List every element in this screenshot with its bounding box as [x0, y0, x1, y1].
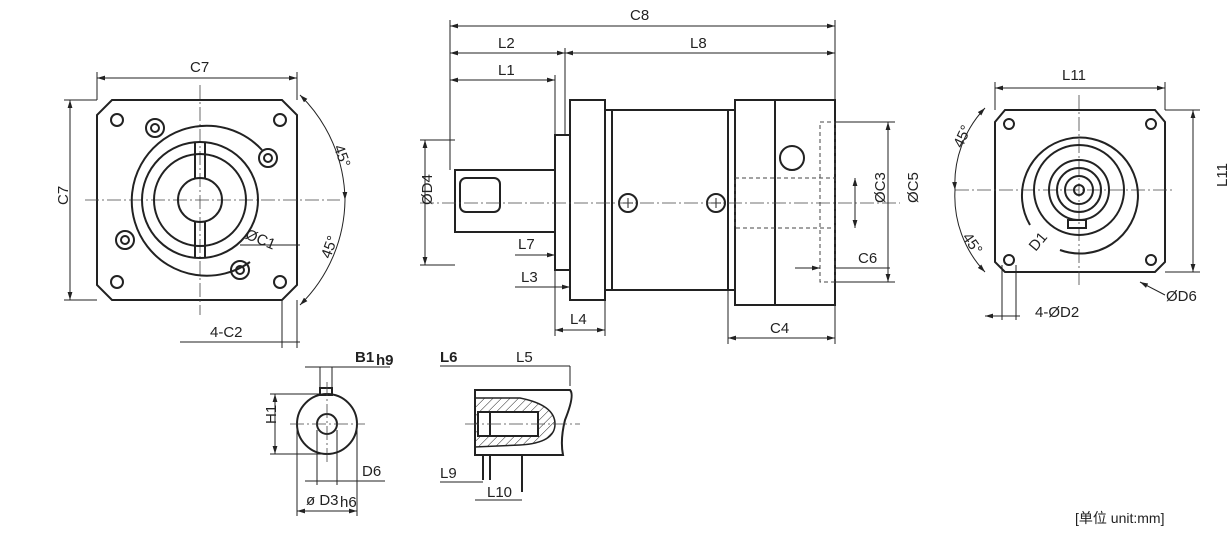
front-view-input: L11 L11 45° 45° D1 4-ØD2 ØD6	[950, 67, 1228, 321]
dim-c7-top: C7	[190, 59, 209, 76]
dim-45-lower: 45°	[318, 234, 342, 261]
dim-c7-left: C7	[55, 186, 72, 205]
dim-d6: D6	[362, 463, 381, 480]
dim-l3: L3	[521, 269, 538, 286]
dim-b1-tolerance: h9	[376, 352, 394, 369]
dim-45-lower-right: 45°	[959, 230, 986, 258]
dim-d2: 4-ØD2	[1035, 304, 1079, 321]
dim-l11-right: L11	[1214, 163, 1228, 187]
dim-l8: L8	[690, 35, 707, 52]
dim-d3-tolerance: h6	[340, 494, 357, 511]
dim-c3: ØC3	[872, 172, 889, 203]
front-view-output: C7 C7 45° 45° ØC1 4-C2	[55, 59, 354, 348]
dim-45-upper: 45°	[330, 143, 354, 170]
dim-l7: L7	[518, 236, 535, 253]
dim-b1: B1	[355, 349, 374, 366]
dim-l9: L9	[440, 465, 457, 482]
dim-c1: ØC1	[243, 226, 278, 253]
dim-l5: L5	[516, 349, 533, 366]
dim-l6: L6	[440, 349, 458, 366]
dim-c2: 4-C2	[210, 324, 243, 341]
dim-d3: ø D3	[306, 492, 339, 509]
shaft-detail: L6 L5 L9 L10	[440, 349, 580, 501]
dim-l11-top: L11	[1062, 67, 1086, 84]
unit-note: [单位 unit:mm]	[1075, 510, 1165, 526]
dim-c8: C8	[630, 7, 649, 24]
dim-d6-right: ØD6	[1166, 288, 1197, 305]
dim-d4: ØD4	[419, 174, 436, 205]
dim-l4: L4	[570, 311, 587, 328]
side-view: C8 L2 L8 L1 ØD4 L7 L3 L4 C4 ØC3 ØC5 C6	[419, 7, 922, 344]
dim-l10: L10	[487, 484, 512, 501]
dim-c5: ØC5	[905, 172, 922, 203]
dim-l2: L2	[498, 35, 515, 52]
dim-c4: C4	[770, 320, 789, 337]
dim-l1: L1	[498, 62, 515, 79]
dim-h1: H1	[263, 405, 280, 424]
shaft-section: B1 h9 H1 D6 ø D3 h6	[263, 349, 394, 516]
dim-d1: D1	[1026, 229, 1051, 255]
dim-c6: C6	[858, 250, 877, 267]
dim-45-upper-right: 45°	[950, 123, 975, 151]
